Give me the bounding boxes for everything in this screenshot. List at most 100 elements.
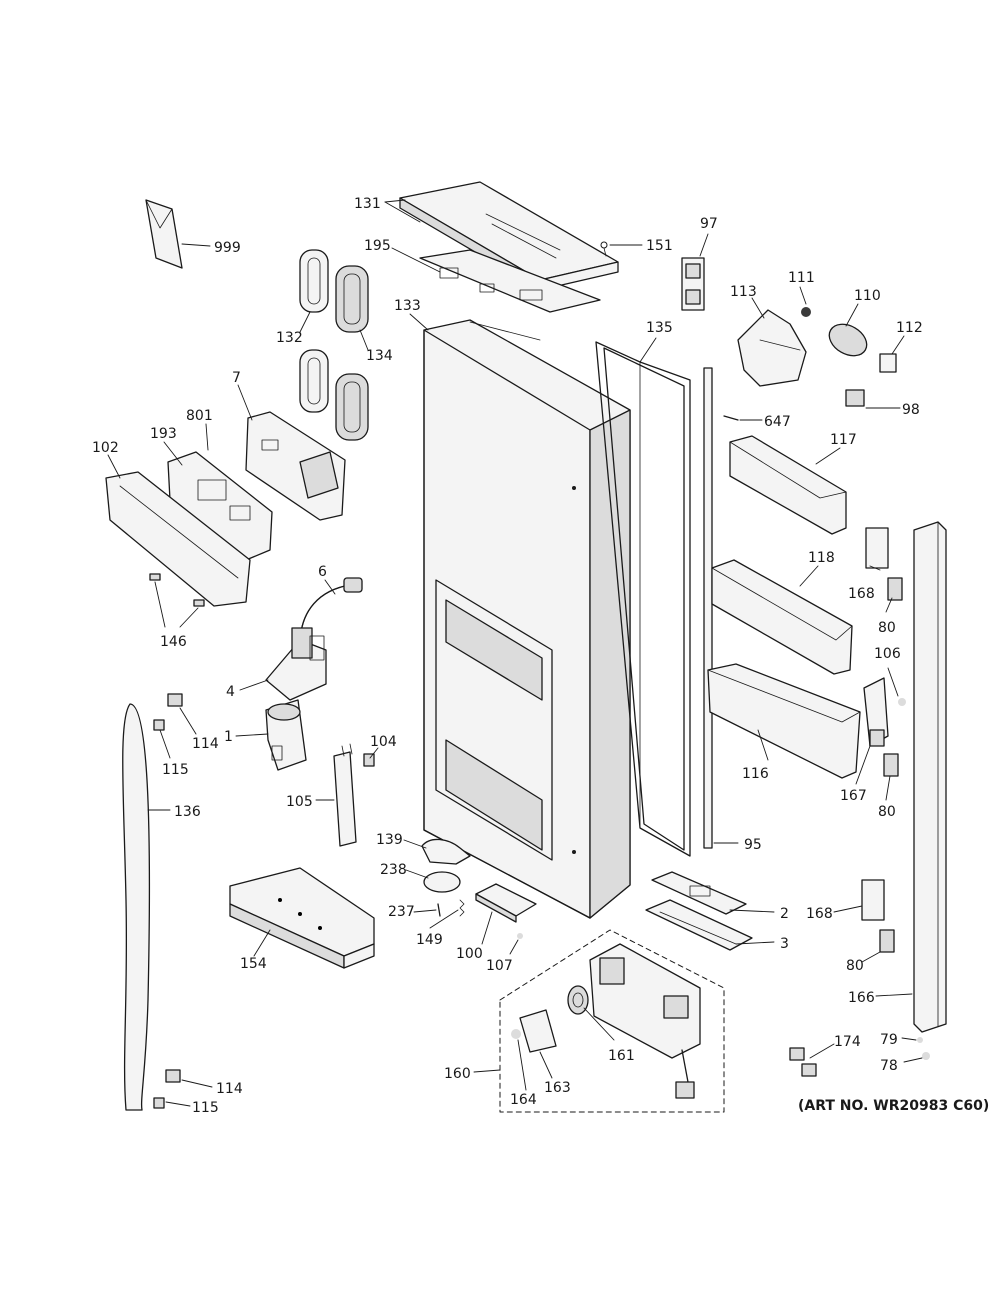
part-114-115-lower-fasteners [153, 1069, 181, 1109]
part-161-gear [567, 985, 589, 1015]
label-104: 104 [370, 734, 397, 750]
label-146: 146 [160, 634, 187, 650]
label-95: 95 [744, 837, 762, 853]
label-80a: 80 [878, 620, 896, 636]
part-105-bracket [333, 743, 357, 847]
label-114a: 114 [192, 736, 219, 752]
part-1-motor [265, 699, 307, 771]
label-151: 151 [646, 238, 673, 254]
label-164: 164 [510, 1092, 537, 1108]
label-999: 999 [214, 240, 241, 256]
label-647: 647 [764, 414, 791, 430]
label-160: 160 [444, 1066, 471, 1082]
label-98: 98 [902, 402, 920, 418]
label-106: 106 [874, 646, 901, 662]
part-237-screw [437, 903, 441, 917]
part-149-spring [459, 899, 465, 917]
part-106-screw [898, 698, 906, 706]
label-1: 1 [224, 729, 233, 745]
part-117-bin [729, 435, 847, 535]
label-135: 135 [646, 320, 673, 336]
label-168a: 168 [848, 586, 875, 602]
part-113-hinge-cover [737, 309, 807, 387]
part-80-spacer [879, 577, 903, 953]
part-79-washer [917, 1037, 923, 1043]
part-160-assembly [499, 929, 725, 1113]
part-154-tray [229, 867, 375, 969]
part-95-strip [703, 367, 713, 849]
part-133-door [423, 319, 631, 919]
part-116-bin [707, 663, 861, 779]
label-114b: 114 [216, 1081, 243, 1097]
part-174-fitting [789, 1047, 817, 1077]
art-number: (ART NO. WR20983 C60) [798, 1098, 990, 1114]
part-111-nut [801, 307, 811, 317]
label-163: 163 [544, 1080, 571, 1096]
label-801: 801 [186, 408, 213, 424]
label-97: 97 [700, 216, 718, 232]
label-107: 107 [486, 958, 513, 974]
label-111: 111 [788, 270, 815, 286]
part-164-clip [511, 1029, 521, 1039]
label-133: 133 [394, 298, 421, 314]
part-135-gasket [595, 341, 691, 857]
part-132-gasket [299, 249, 329, 413]
part-110-cam [828, 323, 868, 357]
part-78-screw [922, 1052, 930, 1060]
part-114-115-fasteners [153, 693, 183, 731]
part-98-bracket [845, 389, 865, 407]
label-134: 134 [366, 348, 393, 364]
label-161: 161 [608, 1048, 635, 1064]
label-167: 167 [840, 788, 867, 804]
label-3: 3 [780, 936, 789, 952]
part-166-post [913, 521, 947, 1033]
part-102-panel [105, 471, 251, 607]
label-193: 193 [150, 426, 177, 442]
label-105: 105 [286, 794, 313, 810]
label-115b: 115 [192, 1100, 219, 1116]
part-647-pin [723, 415, 739, 421]
label-112: 112 [896, 320, 923, 336]
label-168b: 168 [806, 906, 833, 922]
part-118-bin [711, 559, 853, 675]
part-2-board [651, 871, 747, 915]
part-134-gasket [335, 265, 369, 441]
part-104-spring [363, 753, 375, 767]
label-115a: 115 [162, 762, 189, 778]
label-132: 132 [276, 330, 303, 346]
part-151-screw [600, 241, 608, 257]
part-238-actuator [423, 871, 461, 893]
part-167-hinge [863, 677, 889, 747]
label-154: 154 [240, 956, 267, 972]
part-97-switch [681, 257, 705, 311]
part-168-hinge [861, 527, 889, 921]
label-131: 131 [354, 196, 381, 212]
label-100: 100 [456, 946, 483, 962]
label-117: 117 [830, 432, 857, 448]
label-79: 79 [880, 1032, 898, 1048]
label-238: 238 [380, 862, 407, 878]
label-102: 102 [92, 440, 119, 456]
label-78: 78 [880, 1058, 898, 1074]
label-149: 149 [416, 932, 443, 948]
label-136: 136 [174, 804, 201, 820]
part-112-pin [879, 353, 897, 373]
label-166: 166 [848, 990, 875, 1006]
label-237: 237 [388, 904, 415, 920]
label-7: 7 [232, 370, 241, 386]
label-139: 139 [376, 832, 403, 848]
part-163-bracket [519, 1009, 557, 1053]
label-113: 113 [730, 284, 757, 300]
label-80b: 80 [878, 804, 896, 820]
part-139-lever [421, 838, 471, 865]
label-6: 6 [318, 564, 327, 580]
label-116: 116 [742, 766, 769, 782]
part-100-plate [475, 883, 537, 923]
label-174: 174 [834, 1034, 861, 1050]
callout-labels: 999 131 151 97 1 95 132 134 133 135 113 1… [92, 196, 923, 1116]
part-107-screw [517, 933, 523, 939]
part-999-literature [145, 199, 183, 269]
label-80c: 80 [846, 958, 864, 974]
part-136-handle [122, 703, 151, 1111]
